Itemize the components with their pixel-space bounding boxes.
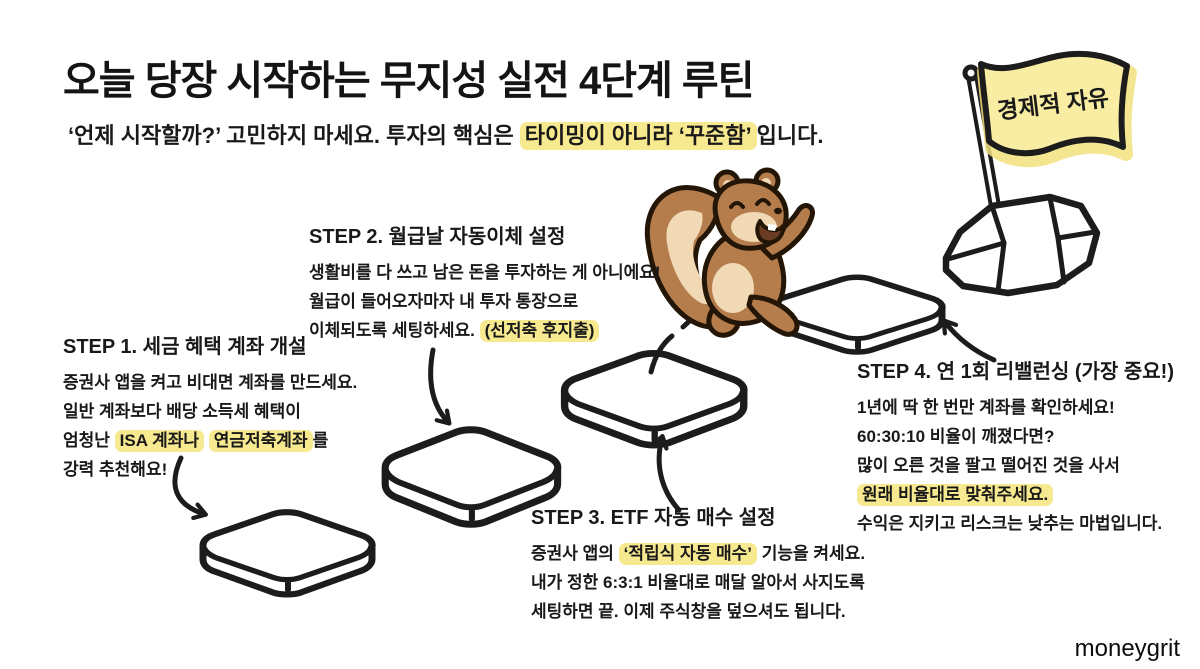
step-2-heading: STEP 2. 월급날 자동이체 설정 — [309, 226, 566, 248]
step-3-line-text: 증권사 앱의 — [531, 544, 619, 563]
squirrel-illustration — [644, 167, 815, 338]
page-title: 오늘 당장 시작하는 무지성 실전 4단계 루틴 — [63, 59, 755, 103]
squirrel-nose — [774, 207, 782, 215]
arrow-to-step-4 — [941, 318, 997, 363]
step-3-line: 증권사 앱의 ‘적립식 자동 매수’ 기능을 켜세요. — [531, 539, 865, 568]
step-2-line: 이체되도록 세팅하세요. (선저축 후지출) — [309, 316, 661, 345]
subtitle-text: 입니다. — [756, 123, 824, 148]
step-2-block: STEP 2. 월급날 자동이체 설정 생활비를 다 쓰고 남은 돈을 투자하는… — [309, 227, 661, 345]
subtitle-highlight: 타이밍이 아니라 ‘꾸준함’ — [519, 122, 757, 150]
step-4-line: 많이 오른 것을 팔고 떨어진 것을 사서 — [857, 456, 1120, 475]
step-1-line: 일반 계좌보다 배당 소득세 혜택이 — [63, 402, 301, 421]
step-1-highlight-pension: 연금저축계좌 — [208, 430, 313, 452]
step-1-line: 증권사 앱을 켜고 비대면 계좌를 만드세요. — [63, 373, 358, 392]
step-4-line: 1년에 딱 한 번만 계좌를 확인하세요! — [857, 398, 1115, 417]
step-3-highlight: ‘적립식 자동 매수’ — [618, 543, 758, 565]
step-1-block: STEP 1. 세금 혜택 계좌 개설 증권사 앱을 켜고 비대면 계좌를 만드… — [63, 337, 357, 484]
step-4-line: 60:30:10 비율이 깨졌다면? — [857, 427, 1055, 446]
watermark: moneygrit — [1074, 635, 1180, 662]
goal-flag — [978, 50, 1130, 157]
step-3-line-text: 기능을 켜세요. — [757, 544, 866, 563]
stone-step-1 — [203, 512, 372, 594]
step-3-line: 세팅하면 끝. 이제 주식창을 덮으셔도 됩니다. — [531, 602, 846, 621]
step-3-block: STEP 3. ETF 자동 매수 설정 증권사 앱의 ‘적립식 자동 매수’ … — [531, 508, 865, 626]
squirrel-leg-extended — [746, 294, 800, 337]
summit-rock — [942, 193, 1101, 297]
arrow-to-step-2 — [428, 347, 452, 426]
step-4-heading: STEP 4. 연 1회 리밸런싱 (가장 중요!) — [857, 361, 1174, 383]
squirrel-eye — [755, 198, 771, 206]
page-subtitle: ‘언제 시작할까?’ 고민하지 마세요. 투자의 핵심은 타이밍이 아니라 ‘꾸… — [68, 118, 824, 150]
step-1-highlight-isa: ISA 계좌나 — [114, 430, 205, 452]
step-1-heading: STEP 1. 세금 혜택 계좌 개설 — [63, 336, 307, 358]
arrow-to-step-3 — [650, 433, 682, 513]
step-2-line: 월급이 들어오자마자 내 투자 통장으로 — [309, 292, 579, 311]
step-3-line: 내가 정한 6:3:1 비율대로 매달 알아서 사지도록 — [531, 573, 865, 592]
step-4-block: STEP 4. 연 1회 리밸런싱 (가장 중요!) 1년에 딱 한 번만 계좌… — [857, 362, 1174, 538]
arrow-to-step-1 — [172, 455, 209, 521]
step-1-line: 강력 추천해요! — [63, 460, 168, 479]
squirrel-eye — [729, 201, 745, 209]
step-3-heading: STEP 3. ETF 자동 매수 설정 — [531, 507, 776, 529]
jump-motion-line — [648, 333, 675, 375]
step-4-line: 원래 비율대로 맞춰주세요. — [857, 480, 1174, 509]
subtitle-text: ‘언제 시작할까?’ 고민하지 마세요. 투자의 핵심은 — [68, 123, 520, 148]
stone-step-4 — [773, 277, 942, 352]
step-1-line-text: 를 — [312, 431, 329, 450]
step-4-highlight: 원래 비율대로 맞춰주세요. — [857, 484, 1054, 506]
step-2-line: 생활비를 다 쓰고 남은 돈을 투자하는 게 아니에요! — [309, 263, 661, 282]
step-2-highlight: (선저축 후지출) — [479, 320, 600, 342]
step-2-line-text: 이체되도록 세팅하세요. — [309, 321, 480, 340]
step-1-line-text: 엄청난 — [63, 431, 115, 450]
step-4-line: 수익은 지키고 리스크는 낮추는 마법입니다. — [857, 514, 1163, 533]
